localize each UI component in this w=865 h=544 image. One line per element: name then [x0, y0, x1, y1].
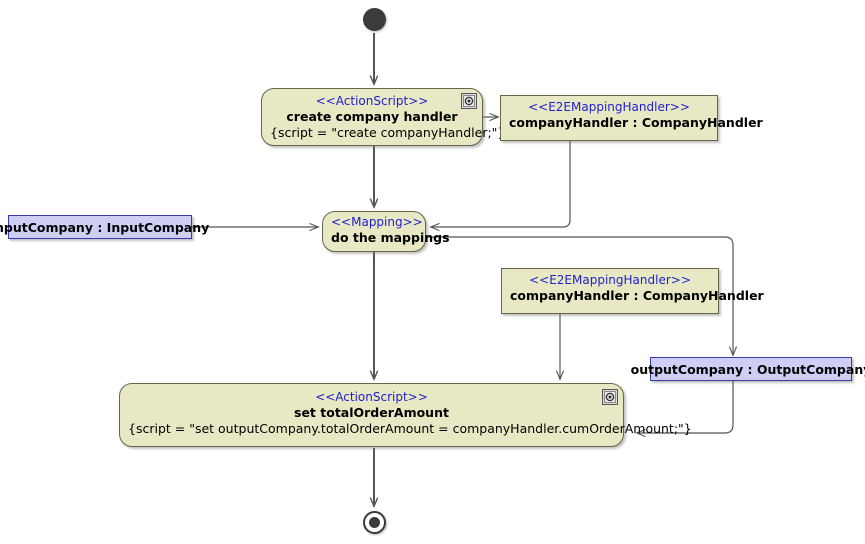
gear-icon[interactable] [602, 389, 618, 405]
initial-node[interactable] [363, 8, 386, 31]
object-title: companyHandler : CompanyHandler [509, 115, 763, 130]
object-output-company[interactable]: outputCompany : OutputCompany [631, 357, 865, 381]
object-company-handler-bottom[interactable]: <<E2EMappingHandler>> companyHandler : C… [501, 268, 764, 314]
object-stereotype: <<E2EMappingHandler>> [529, 273, 691, 287]
action-stereotype: <<ActionScript>> [315, 94, 429, 108]
action-do-the-mappings[interactable]: <<Mapping>> do the mappings [322, 211, 450, 252]
action-title: set totalOrderAmount [294, 405, 449, 420]
object-stereotype: <<E2EMappingHandler>> [528, 100, 690, 114]
action-create-company-handler[interactable]: <<ActionScript>> create company handler … [261, 88, 506, 146]
edge-company-handler-top-to-do-mappings [431, 141, 571, 227]
final-node-dot [369, 517, 380, 528]
action-stereotype: <<ActionScript>> [315, 390, 428, 404]
gear-icon[interactable] [461, 93, 477, 109]
object-input-company[interactable]: inputCompany : InputCompany [0, 215, 209, 239]
object-output-company-label: outputCompany : OutputCompany [630, 361, 865, 377]
action-set-total-order-amount[interactable]: <<ActionScript>> set totalOrderAmount {s… [119, 383, 692, 447]
action-title: create company handler [286, 109, 458, 124]
object-input-company-label: inputCompany : InputCompany [0, 219, 210, 235]
object-company-handler-top[interactable]: <<E2EMappingHandler>> companyHandler : C… [500, 95, 763, 141]
final-node[interactable] [363, 511, 386, 534]
object-title: companyHandler : CompanyHandler [510, 288, 764, 303]
mapping-title: do the mappings [331, 230, 450, 245]
mapping-stereotype: <<Mapping>> [331, 215, 423, 229]
action-script: {script = "set outputCompany.totalOrderA… [128, 421, 692, 436]
action-script: {script = "create companyHandler;"} [270, 125, 506, 140]
